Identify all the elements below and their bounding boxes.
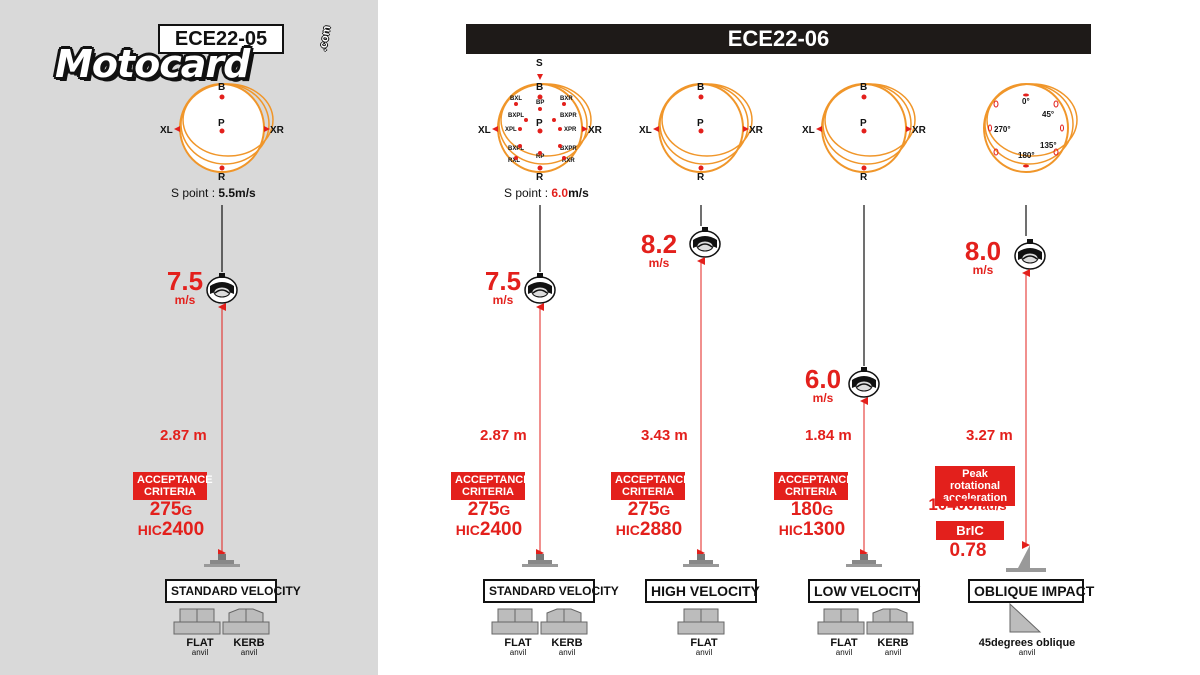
peak-rotational-badge: Peak rotational acceleration xyxy=(935,466,1015,506)
svg-text:270°: 270° xyxy=(994,125,1011,134)
svg-text:RXR: RXR xyxy=(562,158,575,164)
criteria-standard: 275G HIC2400 xyxy=(455,499,523,540)
criteria-low: 180G HIC1300 xyxy=(778,499,846,540)
svg-text:B: B xyxy=(218,82,225,93)
svg-text:XR: XR xyxy=(749,125,764,136)
svg-text:P: P xyxy=(697,118,704,129)
svg-text:B: B xyxy=(697,82,704,93)
svg-text:BXPL: BXPL xyxy=(508,113,524,119)
svg-text:0°: 0° xyxy=(1022,97,1030,106)
standard-title-2205: ECE22-05 xyxy=(158,24,284,54)
distance-standard: 2.87 m xyxy=(480,427,527,444)
acceptance-badge-high: ACCEPTANCE CRITERIA xyxy=(611,472,691,500)
svg-text:180°: 180° xyxy=(1018,151,1035,160)
acceptance-badge-low: ACCEPTANCE CRITERIA xyxy=(774,472,854,500)
motocard-logo: Motocard .com xyxy=(55,25,333,90)
svg-text:XL: XL xyxy=(160,125,173,136)
s-point-2206: S point : 6.0m/s xyxy=(504,186,589,200)
svg-text:P: P xyxy=(218,118,225,129)
distance-oblique: 3.27 m xyxy=(966,427,1013,444)
svg-text:S: S xyxy=(536,58,543,69)
distance-high: 3.43 m xyxy=(641,427,688,444)
svg-text:45°: 45° xyxy=(1042,110,1054,119)
svg-text:R: R xyxy=(536,172,544,183)
svg-text:XPL: XPL xyxy=(505,127,517,133)
svg-text:R: R xyxy=(218,172,226,183)
helmet-diagram-2205: B P R XL XR xyxy=(160,82,285,183)
test-label-low: LOW VELOCITY xyxy=(808,579,921,603)
criteria-2205: 275G HIC2400 xyxy=(137,499,205,540)
svg-text:R: R xyxy=(860,172,868,183)
svg-text:B: B xyxy=(860,82,867,93)
acceptance-badge-2205: ACCEPTANCE CRITERIA xyxy=(133,472,213,500)
test-label-2205: STANDARD VELOCITY xyxy=(165,579,301,603)
svg-text:P: P xyxy=(536,118,543,129)
helmet-diagram-oblique: 0° 45° 270° 135° 180° xyxy=(983,83,1078,173)
svg-text:BXL: BXL xyxy=(510,96,522,102)
svg-text:BXPR: BXPR xyxy=(560,146,577,152)
svg-text:XL: XL xyxy=(478,125,491,136)
svg-text:XR: XR xyxy=(912,125,927,136)
logo-text: Motocard xyxy=(55,42,250,86)
distance-low: 1.84 m xyxy=(805,427,852,444)
svg-text:XL: XL xyxy=(639,125,652,136)
helmet-diagram-low: B P R XL XR xyxy=(802,82,927,183)
svg-text:XL: XL xyxy=(802,125,815,136)
bric-badge: BrIC xyxy=(936,521,1004,540)
svg-text:BXR: BXR xyxy=(560,96,573,102)
standard-banner-2206: ECE22-06 xyxy=(466,24,1091,54)
svg-text:B: B xyxy=(536,82,543,93)
acceptance-badge-standard: ACCEPTANCE CRITERIA xyxy=(451,472,531,500)
helmet-diagram-extended: S B BP BXL BXR BXPL BXPR P XPL XPR BXPL … xyxy=(478,58,603,183)
svg-text:XPR: XPR xyxy=(564,127,577,133)
svg-text:135°: 135° xyxy=(1040,141,1057,150)
svg-text:BXPR: BXPR xyxy=(560,113,577,119)
svg-text:P: P xyxy=(860,118,867,129)
svg-text:RXL: RXL xyxy=(508,158,520,164)
svg-text:BP: BP xyxy=(536,100,544,106)
criteria-high: 275G HIC2880 xyxy=(615,499,683,540)
svg-text:BXPL: BXPL xyxy=(508,146,524,152)
svg-text:XR: XR xyxy=(588,125,603,136)
svg-text:RP: RP xyxy=(536,154,544,160)
s-point-2205: S point : 5.5m/s xyxy=(171,186,256,200)
svg-text:XR: XR xyxy=(270,125,285,136)
distance-2205: 2.87 m xyxy=(160,427,207,444)
test-label-standard: STANDARD VELOCITY xyxy=(483,579,619,603)
svg-text:R: R xyxy=(697,172,705,183)
rotational-value: 10400rad/s2 xyxy=(928,495,1012,514)
test-label-high: HIGH VELOCITY xyxy=(645,579,760,603)
test-label-oblique: OBLIQUE IMPACT xyxy=(968,579,1094,603)
helmet-diagram-high: B P R XL XR xyxy=(639,82,764,183)
bric-value: 0.78 xyxy=(949,540,987,561)
